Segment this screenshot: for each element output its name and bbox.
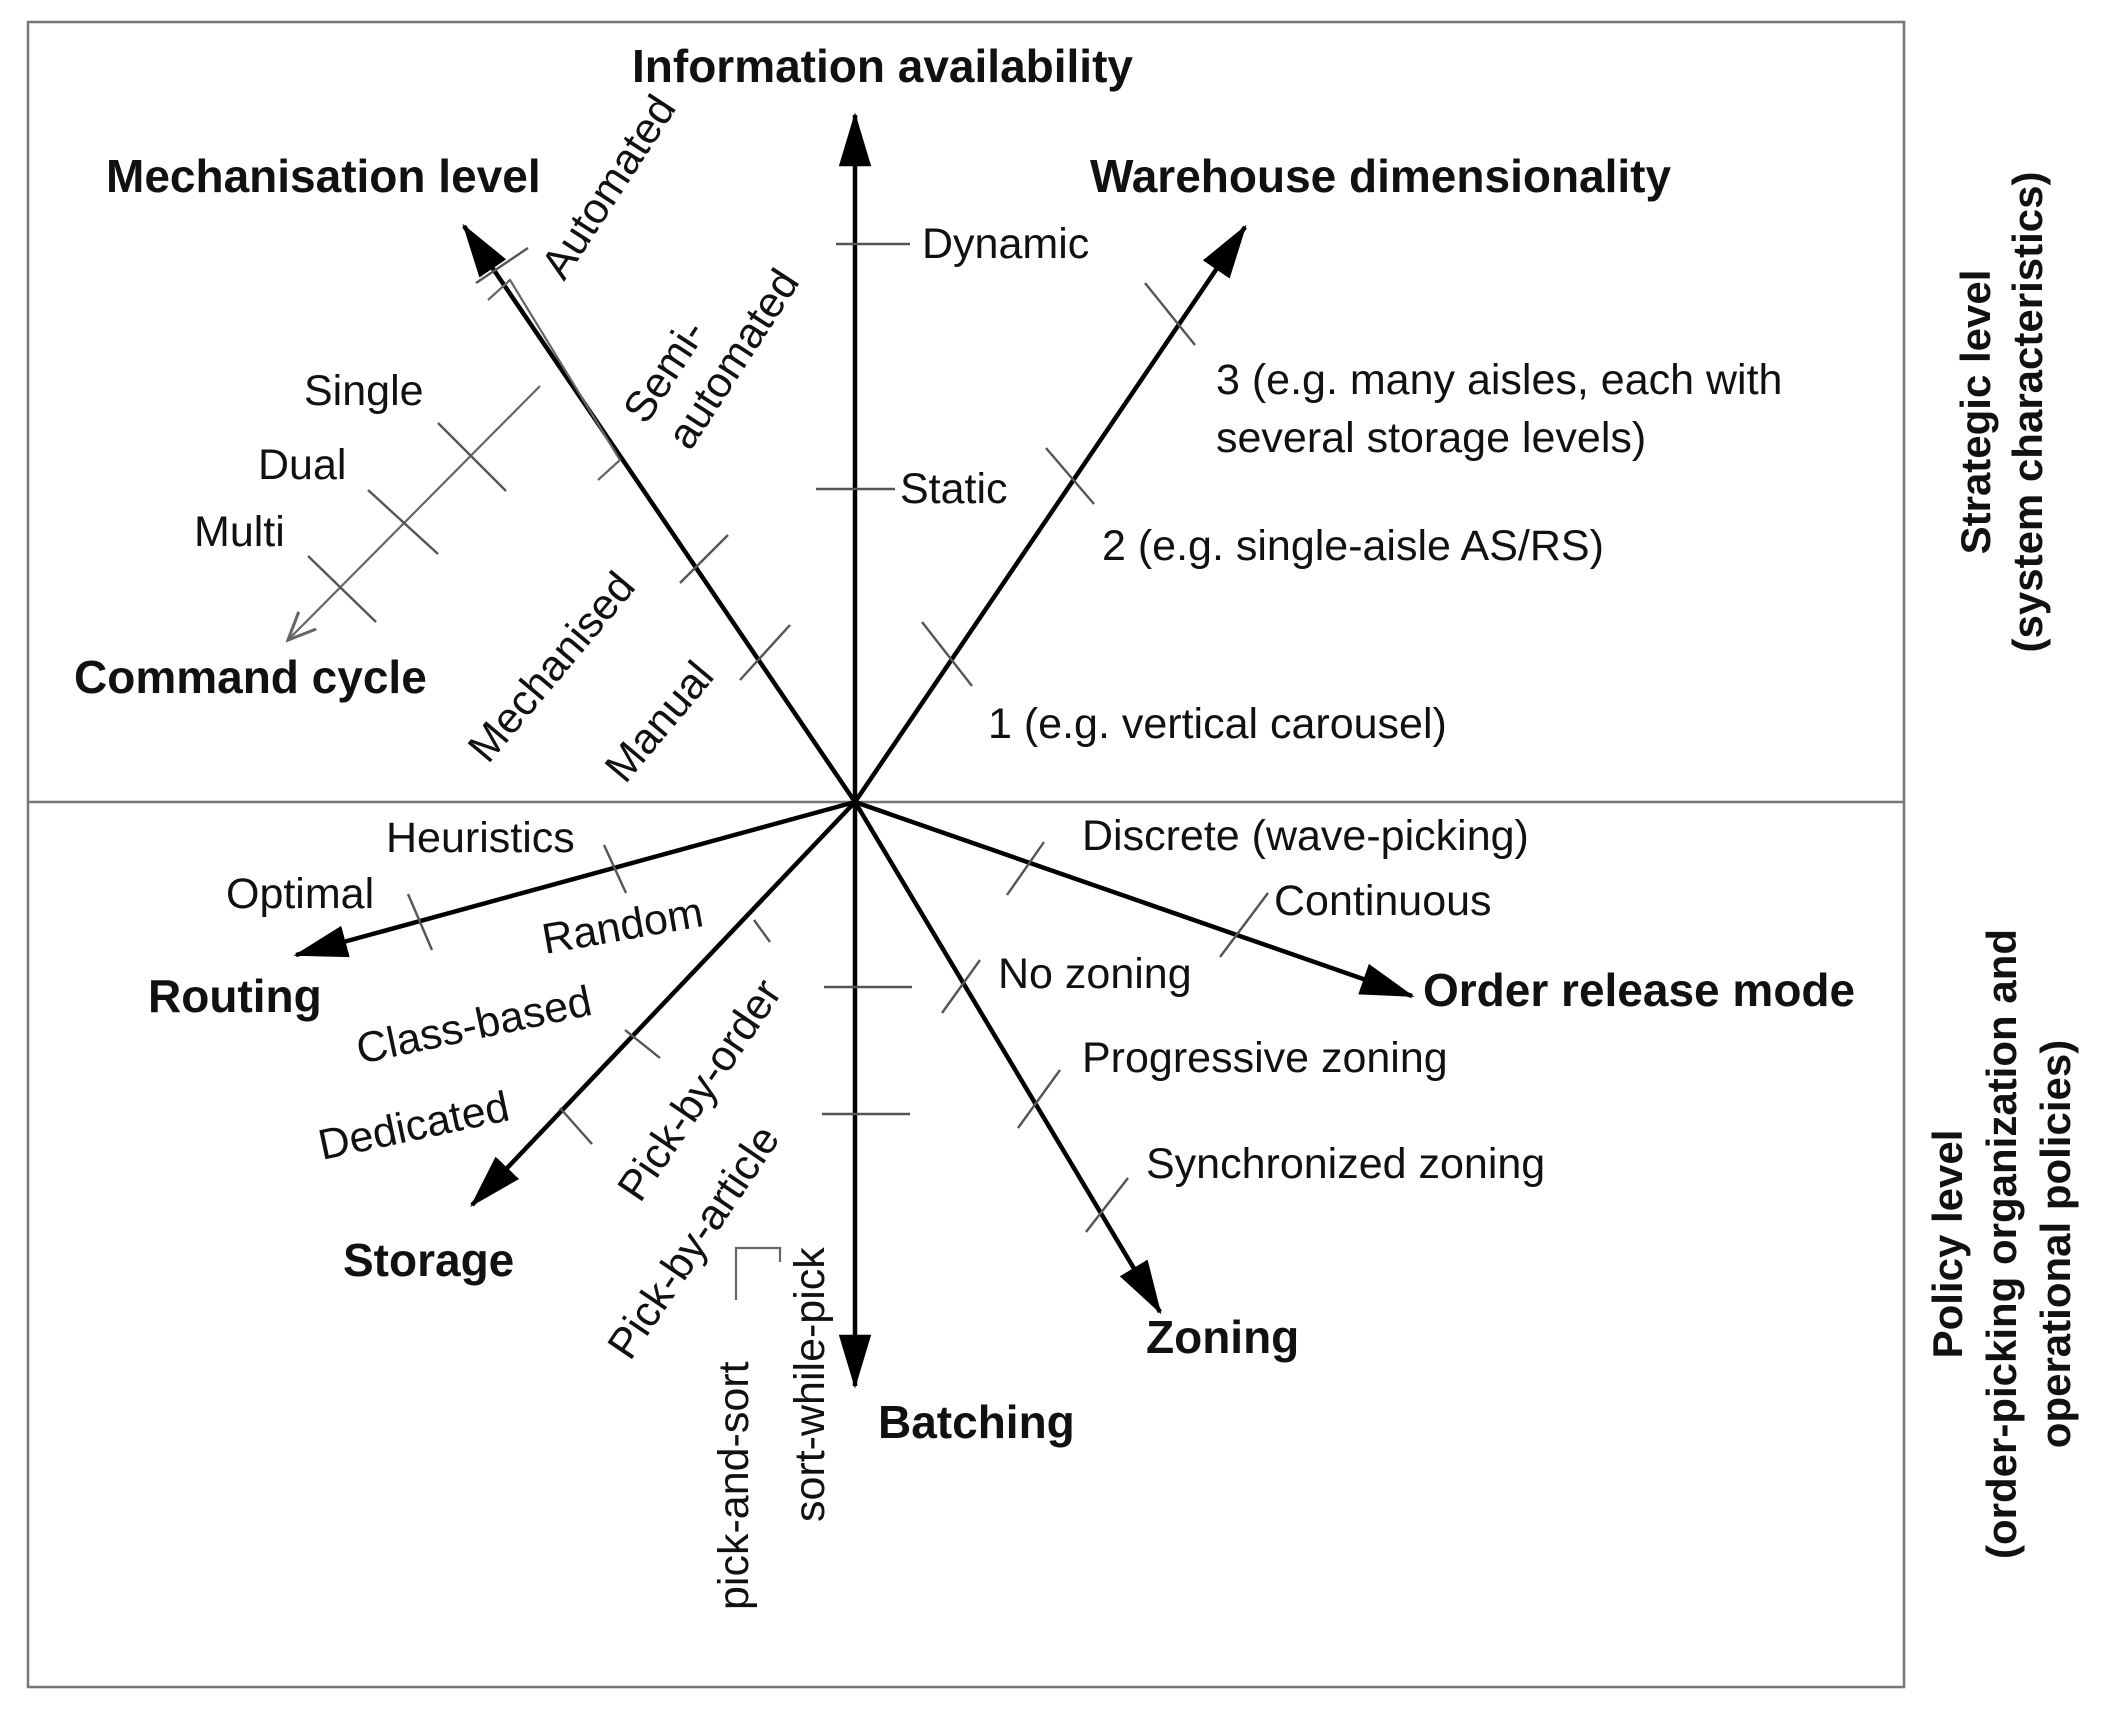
zoning-axis bbox=[853, 800, 1162, 1315]
strategic-level-label: Strategic level (system characteristics) bbox=[1952, 172, 2051, 653]
order-release-mode-axis bbox=[854, 799, 1415, 999]
option-label: Manual bbox=[596, 653, 723, 792]
axes bbox=[288, 112, 1415, 1389]
warehouse-dimensionality-axis bbox=[853, 224, 1247, 804]
mechanisation-level-title: Mechanisation level bbox=[106, 150, 541, 202]
option-label: Dynamic bbox=[922, 220, 1089, 268]
option-label: Synchronized zoning bbox=[1146, 1140, 1545, 1188]
option-label: Multi bbox=[194, 508, 285, 556]
strategic-level-line2: (system characteristics) bbox=[2004, 172, 2051, 653]
option-label: Optimal bbox=[226, 870, 374, 918]
tick bbox=[437, 422, 507, 492]
policy-level-line2: (order-picking organization and bbox=[1978, 929, 2025, 1559]
option-label: Single bbox=[304, 367, 424, 415]
strategic-level-line1: Strategic level bbox=[1952, 270, 1999, 555]
tick bbox=[1006, 841, 1045, 896]
tick bbox=[602, 844, 628, 894]
option-label: Automated bbox=[532, 87, 686, 288]
option-label: Class-based bbox=[352, 977, 596, 1074]
tick bbox=[921, 621, 973, 687]
order-release-mode-title: Order release mode bbox=[1423, 964, 1855, 1016]
mechanisation-level-axis bbox=[462, 223, 857, 804]
option-label: 3 (e.g. many aisles, each with bbox=[1216, 356, 1782, 404]
option-label: Continuous bbox=[1274, 877, 1492, 925]
tick bbox=[307, 555, 377, 623]
option-label: Dual bbox=[258, 441, 346, 489]
tick bbox=[739, 624, 791, 681]
command-cycle-title: Command cycle bbox=[74, 651, 427, 703]
policy-level-line3: operational policies) bbox=[2032, 1040, 2079, 1448]
tick bbox=[941, 959, 981, 1014]
routing-axis bbox=[293, 799, 856, 958]
option-label: several storage levels) bbox=[1216, 414, 1646, 462]
command-cycle-bracket bbox=[487, 278, 622, 481]
axis-ticks bbox=[307, 242, 1269, 1233]
option-label: 1 (e.g. vertical carousel) bbox=[988, 700, 1447, 748]
tick bbox=[1017, 1069, 1061, 1129]
option-label: pick-and-sort bbox=[710, 1361, 758, 1610]
zoning-title: Zoning bbox=[1146, 1311, 1299, 1363]
batching-bracket bbox=[734, 1246, 782, 1300]
option-label: Dedicated bbox=[314, 1083, 513, 1170]
tick bbox=[679, 534, 729, 584]
tick bbox=[1085, 1177, 1129, 1233]
routing-title: Routing bbox=[148, 970, 322, 1022]
policy-level-line1: Policy level bbox=[1924, 1130, 1971, 1359]
tick bbox=[753, 919, 771, 943]
tick bbox=[1219, 892, 1269, 958]
tick bbox=[406, 893, 434, 951]
information-availability-title: Information availability bbox=[632, 40, 1133, 92]
option-label: Progressive zoning bbox=[1082, 1034, 1448, 1082]
tick bbox=[1045, 447, 1095, 505]
storage-title: Storage bbox=[343, 1234, 514, 1286]
tick bbox=[367, 489, 439, 555]
policy-level-label: Policy level (order-picking organization… bbox=[1924, 929, 2079, 1559]
batching-title: Batching bbox=[878, 1396, 1075, 1448]
tick bbox=[624, 1029, 661, 1059]
diagram-frame bbox=[26, 20, 1906, 1689]
tick bbox=[1144, 282, 1196, 346]
tick bbox=[559, 1107, 593, 1145]
option-label: 2 (e.g. single-aisle AS/RS) bbox=[1102, 522, 1604, 570]
tick bbox=[475, 247, 529, 284]
warehouse-dimensionality-title: Warehouse dimensionality bbox=[1090, 150, 1672, 202]
option-label: Heuristics bbox=[386, 814, 575, 862]
option-label: No zoning bbox=[998, 950, 1192, 998]
option-label: Discrete (wave-picking) bbox=[1082, 812, 1529, 860]
storage-axis bbox=[470, 800, 857, 1207]
option-label: Static bbox=[900, 465, 1008, 513]
option-label: sort-while-pick bbox=[786, 1247, 834, 1522]
option-label: Random bbox=[538, 888, 706, 963]
command-cycle-axis bbox=[288, 385, 541, 640]
